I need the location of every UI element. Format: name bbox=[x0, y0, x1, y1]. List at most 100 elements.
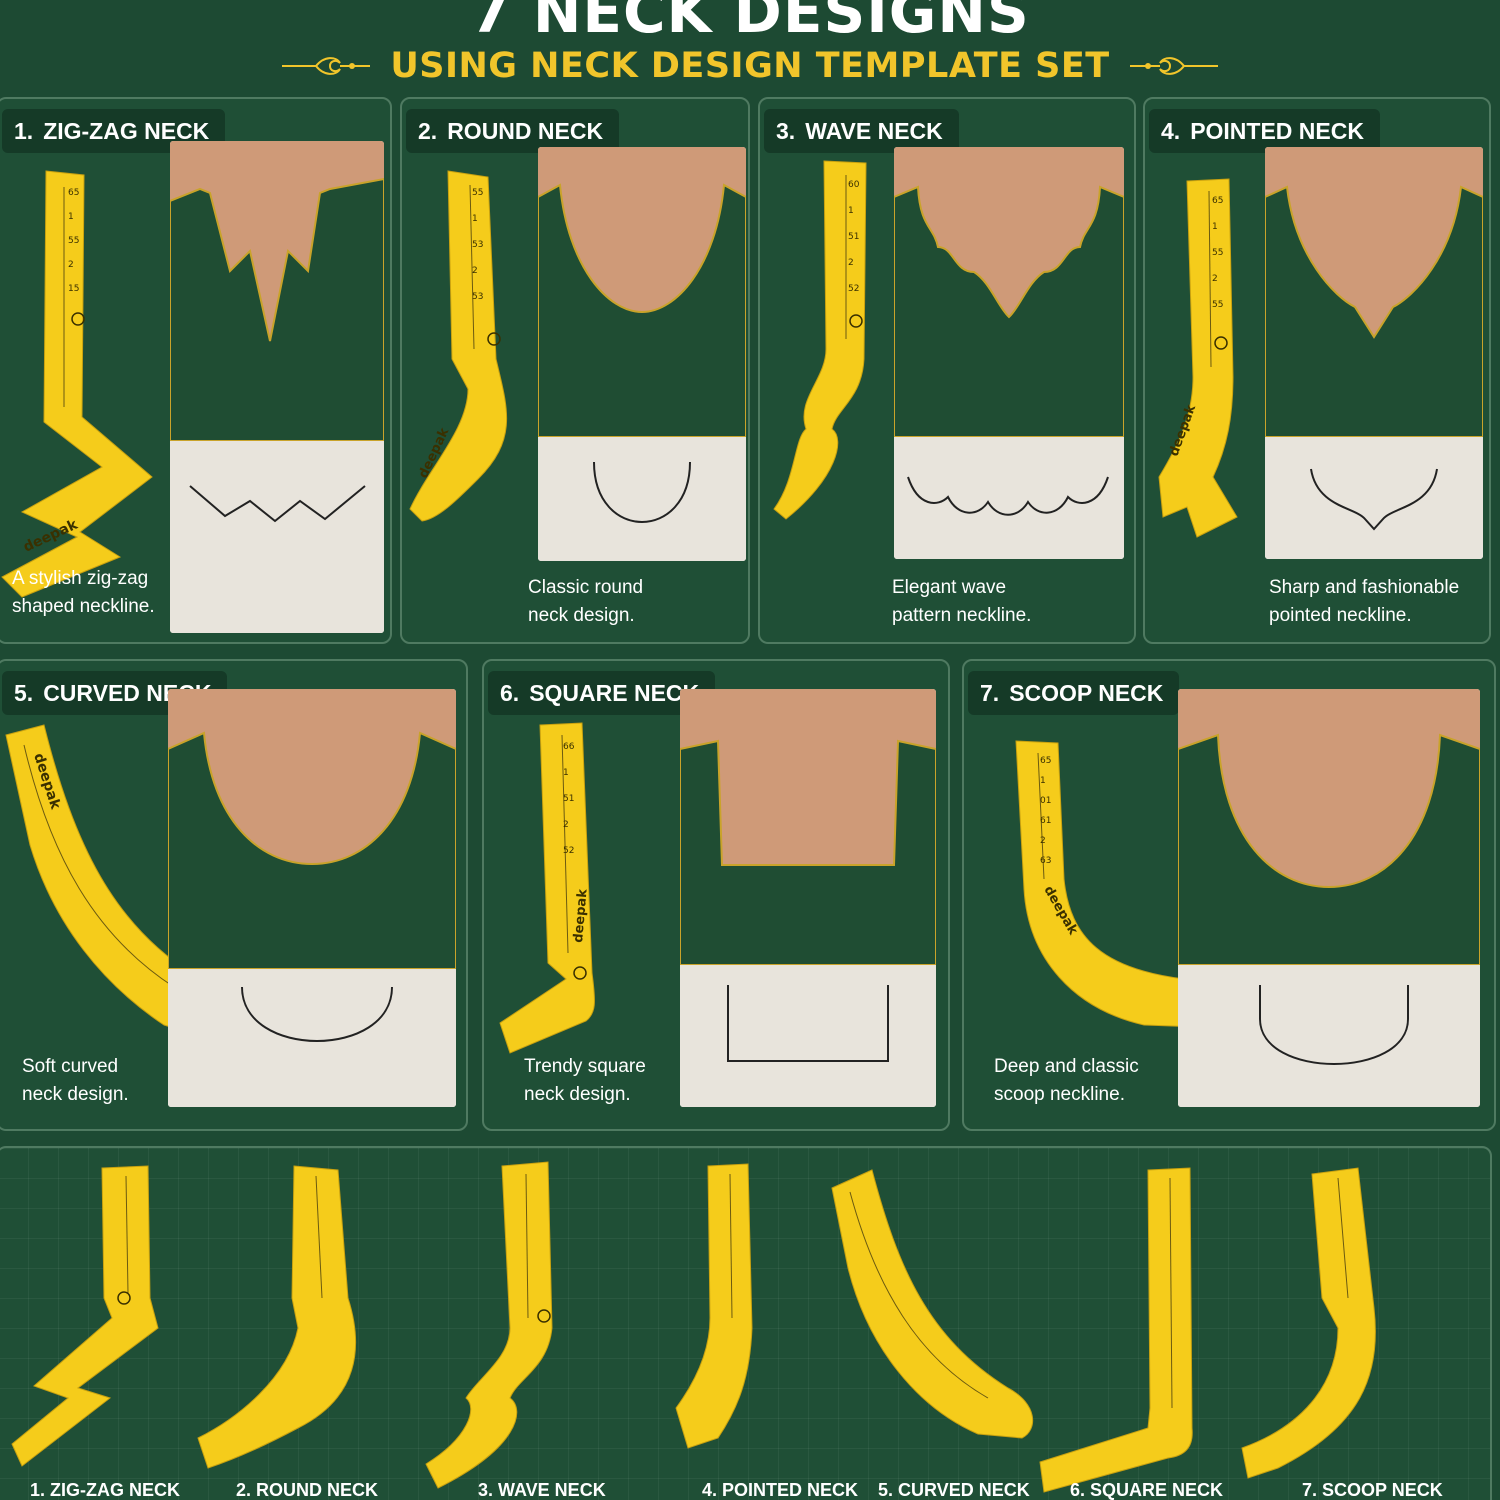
description-line: Elegant wave bbox=[892, 577, 1007, 598]
design-card-round[interactable]: 2. ROUND NECK 55 1 53 2 53 deepak Classi… bbox=[400, 97, 750, 644]
square-neck-template-icon bbox=[1039, 1167, 1193, 1493]
template-label: 1. ZIG-ZAG NECK bbox=[30, 1480, 181, 1500]
design-description: Soft curved neck design. bbox=[22, 1053, 129, 1109]
ruler-tick: 01 bbox=[1040, 796, 1051, 806]
description-line: Soft curved bbox=[22, 1056, 119, 1077]
description-line: scoop neckline. bbox=[994, 1084, 1125, 1105]
template-label: 7. SCOOP NECK bbox=[1302, 1480, 1443, 1500]
design-description: Classic round neck design. bbox=[528, 574, 643, 630]
curved-neck-template-icon bbox=[831, 1169, 1034, 1439]
design-number: 7. bbox=[980, 679, 1000, 706]
ruler-tick: 55 bbox=[472, 188, 483, 198]
ruler-tick: 1 bbox=[1040, 776, 1046, 786]
description-line: Deep and classic bbox=[994, 1056, 1139, 1077]
ruler-tick: 65 bbox=[1040, 756, 1051, 766]
wave-neck-template-icon: 60 1 51 2 52 bbox=[773, 160, 867, 520]
ruler-tick: 15 bbox=[68, 284, 79, 294]
template-label: 4. POINTED NECK bbox=[702, 1480, 859, 1500]
ruler-tick: 63 bbox=[1040, 856, 1051, 866]
ruler-tick: 2 bbox=[848, 258, 854, 268]
ruler-tick: 52 bbox=[848, 284, 859, 294]
design-number: 5. bbox=[14, 679, 34, 706]
design-card-square[interactable]: 6. SQUARE NECK 66 1 51 2 52 deepak Trend… bbox=[482, 659, 950, 1131]
design-card-title: 4. POINTED NECK bbox=[1149, 109, 1380, 153]
neckline-photo bbox=[680, 689, 936, 1107]
ruler-tick: 53 bbox=[472, 240, 483, 250]
neckline-photo bbox=[1178, 689, 1480, 1107]
scoop-neck-template-icon bbox=[1241, 1167, 1376, 1479]
design-number: 3. bbox=[776, 117, 796, 144]
page-subtitle: USING NECK DESIGN TEMPLATE SET bbox=[390, 46, 1110, 86]
design-card-scoop[interactable]: 7. SCOOP NECK 65 1 01 61 2 63 deepak Dee… bbox=[962, 659, 1496, 1131]
ruler-tick: 60 bbox=[848, 180, 860, 190]
subtitle-row: USING NECK DESIGN TEMPLATE SET bbox=[0, 44, 1500, 88]
neckline-photo bbox=[168, 689, 456, 1107]
design-name: POINTED NECK bbox=[1190, 117, 1364, 144]
design-card-title: 6. SQUARE NECK bbox=[488, 671, 716, 715]
ruler-tick: 55 bbox=[68, 236, 79, 246]
template-label: 6. SQUARE NECK bbox=[1070, 1480, 1224, 1500]
zigzag-neck-template-icon: 65 1 55 2 15 deepak bbox=[1, 170, 153, 598]
description-line: Sharp and fashionable bbox=[1269, 577, 1460, 598]
flourish-left-icon bbox=[282, 57, 371, 75]
design-description: Deep and classic scoop neckline. bbox=[994, 1053, 1139, 1109]
design-card-title: 1. ZIG-ZAG NECK bbox=[2, 109, 226, 153]
ruler-tick: 1 bbox=[1212, 222, 1218, 232]
ruler-tick: 55 bbox=[1212, 248, 1223, 258]
description-line: Classic round bbox=[528, 577, 644, 598]
description-line: neck design. bbox=[22, 1084, 129, 1105]
neckline-photo bbox=[538, 147, 746, 561]
design-description: Sharp and fashionable pointed neckline. bbox=[1269, 574, 1459, 630]
ruler-tick: 51 bbox=[848, 232, 859, 242]
ruler-tick: 65 bbox=[1212, 196, 1223, 206]
flourish-right-icon bbox=[1129, 57, 1218, 75]
ruler-tick: 2 bbox=[68, 260, 74, 270]
design-card-title: 3. WAVE NECK bbox=[764, 109, 959, 153]
design-card-title: 2. ROUND NECK bbox=[406, 109, 620, 153]
ruler-tick: 65 bbox=[68, 188, 79, 198]
ruler-tick: 52 bbox=[563, 846, 574, 856]
description-line: pattern neckline. bbox=[892, 605, 1032, 626]
design-card-title: 7. SCOOP NECK bbox=[968, 671, 1180, 715]
ruler-tick: 2 bbox=[472, 266, 478, 276]
design-number: 2. bbox=[418, 117, 438, 144]
description-line: pointed neckline. bbox=[1269, 605, 1412, 626]
design-description: Trendy square neck design. bbox=[524, 1053, 646, 1109]
page-title: 7 NECK DESIGNS bbox=[470, 0, 1030, 46]
ruler-tick: 1 bbox=[563, 768, 569, 778]
ruler-tick: 2 bbox=[1212, 274, 1218, 284]
zigzag-neck-template-icon bbox=[11, 1165, 159, 1467]
pointed-neck-template-icon bbox=[675, 1163, 753, 1449]
neckline-photo bbox=[170, 141, 384, 633]
design-card-pointed[interactable]: 4. POINTED NECK 65 1 55 2 55 deepak Shar… bbox=[1143, 97, 1491, 644]
neckline-photo bbox=[1265, 147, 1483, 559]
design-description: Elegant wave pattern neckline. bbox=[892, 574, 1031, 630]
design-name: ROUND NECK bbox=[447, 117, 604, 144]
ruler-tick: 1 bbox=[472, 214, 478, 224]
ruler-tick: 61 bbox=[1040, 816, 1051, 826]
design-card-curved[interactable]: 5. CURVED NECK deepak Soft curved neck d… bbox=[0, 659, 468, 1131]
square-neck-template-icon: 66 1 51 2 52 deepak bbox=[499, 722, 595, 1054]
description-line: shaped neckline. bbox=[12, 596, 155, 617]
design-description: A stylish zig-zag shaped neckline. bbox=[12, 565, 155, 621]
description-line: neck design. bbox=[528, 605, 635, 626]
ruler-tick: 55 bbox=[1212, 300, 1223, 310]
description-line: A stylish zig-zag bbox=[12, 568, 149, 589]
design-card-zigzag[interactable]: 1. ZIG-ZAG NECK 65 1 55 2 15 deepak A st… bbox=[0, 97, 392, 644]
description-line: Trendy square bbox=[524, 1056, 646, 1077]
description-line: neck design. bbox=[524, 1084, 631, 1105]
design-name: SCOOP NECK bbox=[1009, 679, 1164, 706]
ruler-tick: 1 bbox=[848, 206, 854, 216]
ruler-tick: 53 bbox=[472, 292, 483, 302]
ruler-tick: 1 bbox=[68, 212, 74, 222]
template-label: 2. ROUND NECK bbox=[236, 1480, 379, 1500]
design-card-wave[interactable]: 3. WAVE NECK 60 1 51 2 52 Elegant wave p… bbox=[758, 97, 1136, 644]
brand-logo: deepak bbox=[571, 888, 591, 943]
template-set-panel bbox=[0, 1146, 1492, 1500]
round-neck-template-icon: 55 1 53 2 53 deepak bbox=[409, 170, 507, 522]
design-number: 4. bbox=[1161, 117, 1181, 144]
ruler-tick: 51 bbox=[563, 794, 574, 804]
ruler-tick: 66 bbox=[563, 742, 575, 752]
template-label: 5. CURVED NECK bbox=[878, 1480, 1030, 1500]
template-set-illustration bbox=[11, 1161, 1376, 1493]
